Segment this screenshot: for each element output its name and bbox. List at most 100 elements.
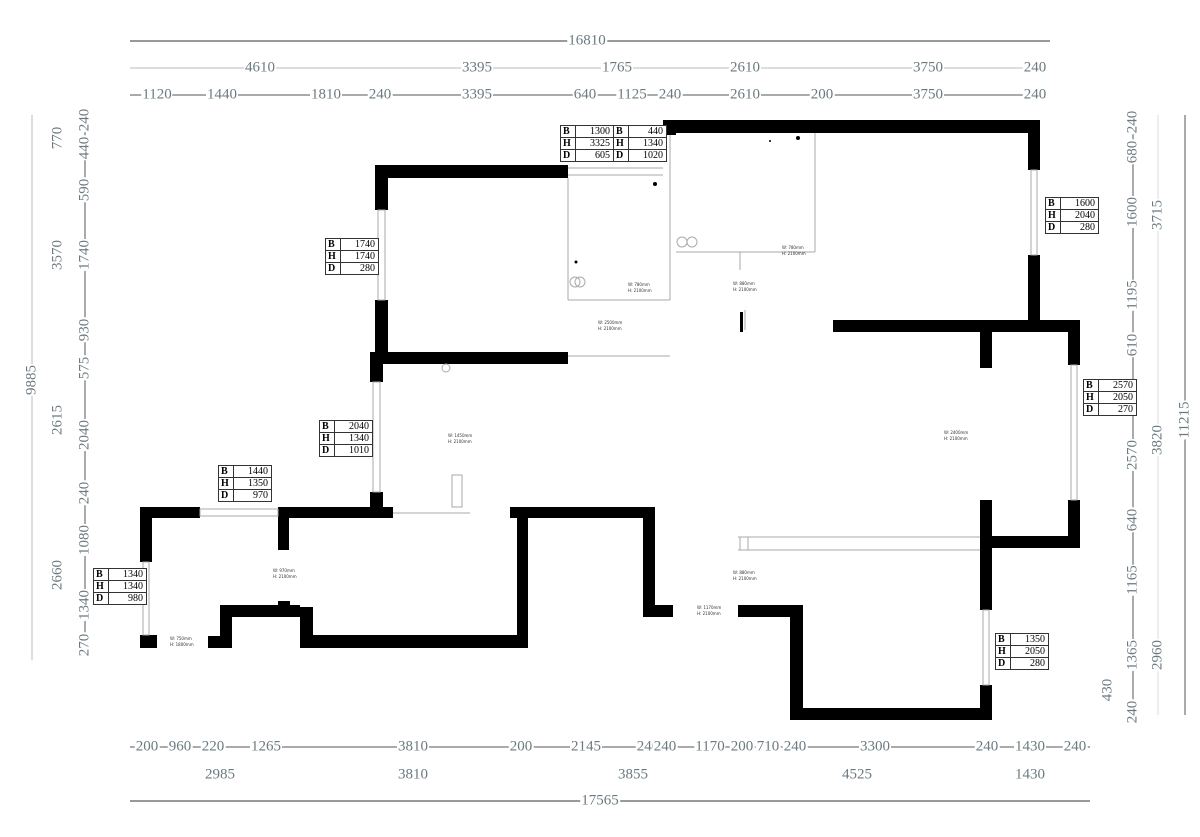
window-tag-key: D xyxy=(1084,404,1099,415)
dimension-label: 610 xyxy=(1124,332,1141,358)
dimension-label: 1365 xyxy=(1124,639,1141,671)
dimension-label: 1340 xyxy=(76,589,93,621)
window-tag-key: D xyxy=(996,658,1011,669)
window-tag-value: 280 xyxy=(1080,222,1095,233)
dimension-label: 3395 xyxy=(461,59,493,76)
dimension-label: 3395 xyxy=(461,86,493,103)
dimension-label: 240 xyxy=(782,738,808,755)
dimension-label: 3715 xyxy=(1149,199,1166,231)
door-width: W: 750mm xyxy=(170,636,192,641)
dimension-label: 3750 xyxy=(912,59,944,76)
window-tag-value: 1600 xyxy=(1075,198,1095,209)
window-tag-value: 2050 xyxy=(1113,392,1133,403)
window-tag-key: H xyxy=(94,581,109,592)
window-tag-value: 1740 xyxy=(355,239,375,250)
door-height: H: 2100mm xyxy=(628,288,652,293)
dimension-label: 11215 xyxy=(1176,400,1193,440)
dimension-label: 240 xyxy=(76,107,93,133)
dimension-label: 240 xyxy=(76,480,93,506)
dimension-label: 1170 xyxy=(694,738,726,755)
window-tag-key: H xyxy=(320,433,335,444)
dimension-label: 4610 xyxy=(244,59,276,76)
window-tag-value: 605 xyxy=(595,150,610,161)
door-height: H: 2100mm xyxy=(944,436,968,441)
door-height: H: 2100mm xyxy=(697,611,721,616)
walls xyxy=(140,120,1080,720)
window-tag-key: D xyxy=(320,445,335,456)
dimension-label: 710 xyxy=(755,738,781,755)
dimension-label: 640 xyxy=(572,86,598,103)
window-tag-key: B xyxy=(614,126,629,137)
dimension-label: 2570 xyxy=(1124,439,1141,471)
dimension-label: 2985 xyxy=(204,766,236,783)
window-tag-row: D 970 xyxy=(219,490,271,501)
window-tag-value: 440 xyxy=(648,126,663,137)
dimension-label: 200 xyxy=(508,738,534,755)
window-tag-value: 1350 xyxy=(248,478,268,489)
window-tag-key: D xyxy=(614,150,629,161)
dimension-label: 4525 xyxy=(841,766,873,783)
dimension-label: 1810 xyxy=(310,86,342,103)
window-tag-key: D xyxy=(561,150,576,161)
window-tag-key: D xyxy=(1046,222,1061,233)
door-width: W: 2500mm xyxy=(598,320,623,325)
window-tag-key: D xyxy=(94,593,109,604)
window-tag-key: D xyxy=(219,490,234,501)
window-tag-key: H xyxy=(614,138,629,149)
door-width: W: 780mm xyxy=(782,245,804,250)
dimension-label: 3570 xyxy=(49,239,66,271)
window-tag-key: B xyxy=(996,634,1011,645)
dimension-label: 1430 xyxy=(1014,738,1046,755)
dimension-label: 640 xyxy=(1124,507,1141,533)
dimension-label: 680 xyxy=(1124,139,1141,165)
dimension-label: 240 xyxy=(367,86,393,103)
dimension-label: 1165 xyxy=(1124,564,1141,596)
dimension-label: 1265 xyxy=(250,738,282,755)
dimension-label: 3820 xyxy=(1149,424,1166,456)
dimension-label: 2040 xyxy=(76,419,93,451)
window-tag-value: 1340 xyxy=(123,581,143,592)
window-tag-value: 2570 xyxy=(1113,380,1133,391)
dimension-label: 590 xyxy=(76,177,93,203)
dimension-label: 2610 xyxy=(729,86,761,103)
dimension-label: 240 xyxy=(657,86,683,103)
door-width: W: 880mm xyxy=(733,570,755,575)
dimension-label: 3810 xyxy=(397,738,429,755)
door-height: H: 2100mm xyxy=(598,326,622,331)
window-tag-value: 970 xyxy=(253,490,268,501)
dimension-label: 240 xyxy=(652,738,678,755)
dimension-label: 1600 xyxy=(1124,196,1141,228)
window-tag-value: 1440 xyxy=(248,466,268,477)
dimension-label: 2660 xyxy=(49,559,66,591)
window-tag-row: H 1340 xyxy=(94,581,146,593)
window-tag-value: 1020 xyxy=(643,150,663,161)
dimension-label: 930 xyxy=(76,317,93,343)
dimension-label: 575 xyxy=(76,355,93,381)
dimension-label: 3855 xyxy=(617,766,649,783)
windows-and-partitions xyxy=(142,133,1078,686)
window-tag-value: 1740 xyxy=(355,251,375,262)
dimension-label: 240 xyxy=(974,738,1000,755)
window-tag-row: D 280 xyxy=(1046,222,1098,233)
